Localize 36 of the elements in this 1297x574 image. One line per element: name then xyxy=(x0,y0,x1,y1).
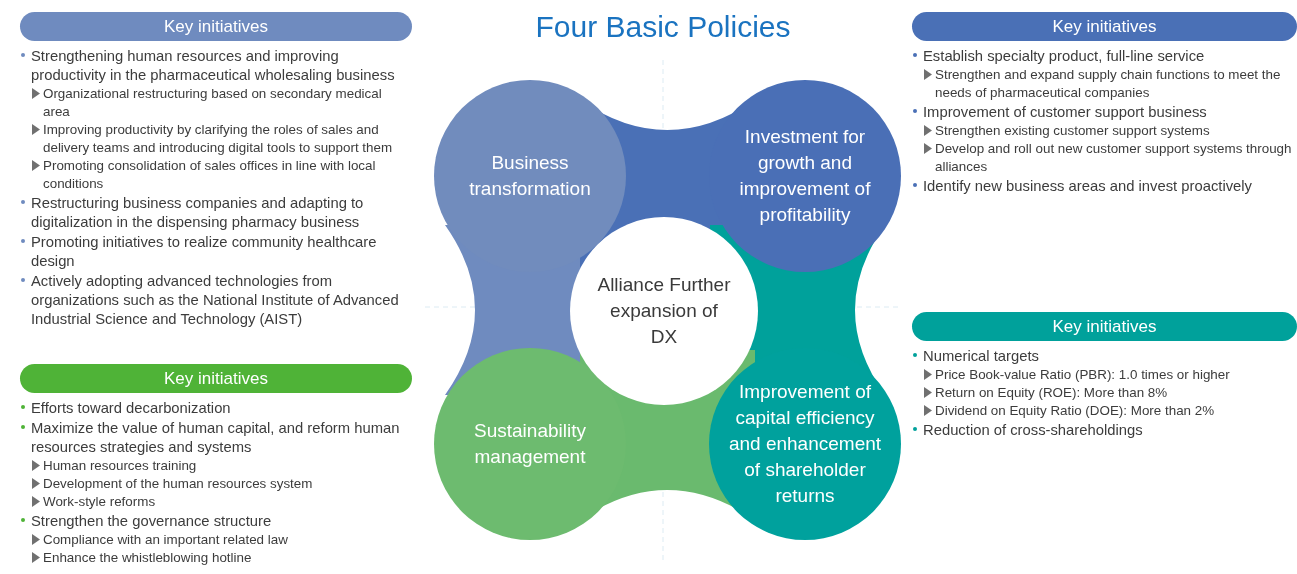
sub-bullet-text: Organizational restructuring based on secondary medical area xyxy=(43,85,383,121)
bullet-text: Strengthen the governance structure xyxy=(31,512,273,531)
bullet-text: Actively adopting advanced technologies from organizations such as the National Institute of Advanced Industrial Science and Technology (AIST) xyxy=(31,272,400,329)
bullet-text: Restructuring business companies and adapting to digitalization in the dispensing pharmacy business xyxy=(31,194,365,232)
bullet-text: Efforts toward decarbonization xyxy=(31,399,232,418)
sub-bullet-text: Human resources training xyxy=(43,457,198,475)
sub-bullet-text: Price Book-value Ratio (PBR): 1.0 times or higher xyxy=(935,366,1231,384)
bullet-text: Establish specialty product, full-line service xyxy=(923,47,1206,66)
heading-bar: Key initiatives xyxy=(20,364,412,393)
circle-label: Business transformation xyxy=(468,151,592,201)
bullet-text: Maximize the value of human capital, and reform human resources strategies and systems xyxy=(31,419,401,457)
sub-bullet-text: Improving productivity by clarifying the roles of sales and delivery teams and introducing digital tools to support them xyxy=(43,121,394,157)
title: Four Basic Policies xyxy=(534,10,792,44)
sub-bullet-text: Dividend on Equity Ratio (DOE): More than 2% xyxy=(935,402,1216,420)
circle-label: Alliance Further expansion of DX xyxy=(596,273,732,349)
circle-label: Investment for growth and improvement of profitability xyxy=(738,125,872,227)
sub-bullet-text: Work-style reforms xyxy=(43,493,157,511)
sub-bullet-text: Compliance with an important related law xyxy=(43,531,289,549)
bullet-text: Improvement of customer support business xyxy=(923,103,1208,122)
circle-label: Improvement of capital efficiency and enhancement of shareholder returns xyxy=(727,380,883,508)
heading-bar: Key initiatives xyxy=(20,12,412,41)
bullet-text: Identify new business areas and invest proactively xyxy=(923,177,1253,196)
sub-bullet-text: Strengthen existing customer support systems xyxy=(935,122,1211,140)
bullet-text: Promoting initiatives to realize community healthcare design xyxy=(31,233,378,271)
circle-label: Sustainability management xyxy=(473,419,587,469)
sub-bullet-text: Enhance the whistleblowing hotline xyxy=(43,549,253,567)
sub-bullet-text: Develop and roll out new customer support systems through alliances xyxy=(935,140,1293,176)
sub-bullet-text: Strengthen and expand supply chain functions to meet the needs of pharmaceutical companies xyxy=(935,66,1282,102)
sub-bullet-text: Return on Equity (ROE): More than 8% xyxy=(935,384,1169,402)
bullet-text: Numerical targets xyxy=(923,347,1040,366)
sub-bullet-text: Development of the human resources system xyxy=(43,475,314,493)
bullet-text: Strengthening human resources and improving productivity in the pharmaceutical wholesaling business xyxy=(31,47,396,85)
heading-bar: Key initiatives xyxy=(912,312,1297,341)
heading-bar: Key initiatives xyxy=(912,12,1297,41)
bullet-text: Reduction of cross-shareholdings xyxy=(923,421,1144,440)
sub-bullet-text: Promoting consolidation of sales offices in line with local conditions xyxy=(43,157,377,193)
